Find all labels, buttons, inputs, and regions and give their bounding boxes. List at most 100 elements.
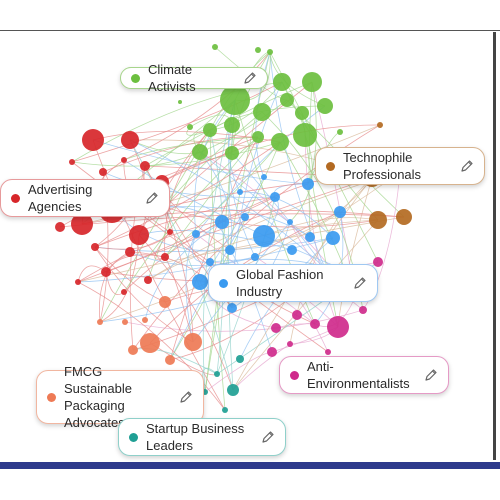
cluster-label-startup-business-leaders[interactable]: Startup Business Leaders [118,418,286,456]
graph-node-anti[interactable] [267,347,277,357]
cluster-label-anti-environmentalists[interactable]: Anti- Environmentalists [279,356,449,394]
graph-node-fashion[interactable] [305,232,315,242]
graph-node-techno[interactable] [377,122,383,128]
graph-node-advert[interactable] [144,276,152,284]
cluster-label-fmcg-sustainable-packaging-advocates[interactable]: FMCG Sustainable Packaging Advocates [36,364,204,430]
graph-node-climate[interactable] [273,73,291,91]
graph-node-climate[interactable] [220,85,250,115]
cluster-label-advertising-agencies[interactable]: Advertising Agencies [0,179,170,217]
graph-node-startup[interactable] [222,407,228,413]
graph-node-fashion[interactable] [287,219,293,225]
pencil-icon[interactable] [145,191,159,205]
graph-node-startup[interactable] [227,384,239,396]
graph-node-fashion[interactable] [253,225,275,247]
graph-node-advert[interactable] [121,157,127,163]
graph-node-climate[interactable] [225,146,239,160]
graph-node-climate[interactable] [192,144,208,160]
graph-node-climate[interactable] [271,133,289,151]
graph-node-fmcg[interactable] [159,296,171,308]
graph-node-fashion[interactable] [326,231,340,245]
graph-node-fashion[interactable] [334,206,346,218]
graph-node-anti[interactable] [327,316,349,338]
pencil-icon[interactable] [179,390,193,404]
graph-node-climate[interactable] [295,106,309,120]
graph-node-fmcg[interactable] [142,317,148,323]
graph-node-climate[interactable] [203,123,217,137]
graph-node-advert[interactable] [121,289,127,295]
graph-node-fmcg[interactable] [165,355,175,365]
graph-node-climate[interactable] [255,47,261,53]
graph-node-climate[interactable] [267,49,273,55]
graph-edge [185,233,197,343]
graph-node-anti[interactable] [373,257,383,267]
graph-node-startup[interactable] [236,355,244,363]
cluster-label-technophile-professionals[interactable]: Technophile Professionals [315,147,485,185]
graph-edge [111,209,231,252]
graph-node-startup[interactable] [214,371,220,377]
top-toolbar [0,0,500,31]
graph-node-climate[interactable] [252,131,264,143]
graph-node-climate[interactable] [302,72,322,92]
graph-node-fashion[interactable] [192,274,208,290]
graph-node-advert[interactable] [71,213,93,235]
graph-node-advert[interactable] [101,267,111,277]
graph-node-fashion[interactable] [192,230,200,238]
graph-node-anti[interactable] [359,306,367,314]
pencil-icon[interactable] [261,430,275,444]
graph-node-fmcg[interactable] [97,319,103,325]
graph-node-anti[interactable] [292,310,302,320]
graph-node-fashion[interactable] [270,192,280,202]
graph-node-advert[interactable] [125,247,135,257]
graph-node-anti[interactable] [287,341,293,347]
graph-node-advert[interactable] [167,229,173,235]
pencil-icon[interactable] [424,368,438,382]
graph-node-fashion[interactable] [215,215,229,229]
graph-node-fashion[interactable] [261,174,267,180]
cluster-label-climate-activists[interactable]: Climate Activists [120,62,268,94]
graph-node-climate[interactable] [253,103,271,121]
graph-node-fashion[interactable] [302,178,314,190]
graph-node-climate[interactable] [187,124,193,130]
graph-node-advert[interactable] [140,161,150,171]
graph-node-advert[interactable] [99,168,107,176]
graph-node-climate[interactable] [212,44,218,50]
graph-node-advert[interactable] [69,159,75,165]
cluster-dot-startup-business-leaders [129,432,138,442]
graph-node-techno[interactable] [369,211,387,229]
pencil-icon[interactable] [460,159,474,173]
graph-node-anti[interactable] [310,319,320,329]
graph-edge [92,139,309,185]
graph-node-advert[interactable] [75,279,81,285]
graph-node-advert[interactable] [161,253,169,261]
graph-node-advert[interactable] [82,129,104,151]
graph-node-fmcg[interactable] [128,345,138,355]
graph-node-fashion[interactable] [287,245,297,255]
graph-node-fmcg[interactable] [140,333,160,353]
graph-node-climate[interactable] [224,117,240,133]
graph-node-fashion[interactable] [227,303,237,313]
graph-node-anti[interactable] [271,323,281,333]
graph-node-advert[interactable] [129,225,149,245]
graph-node-climate[interactable] [337,129,343,135]
graph-node-fashion[interactable] [241,213,249,221]
graph-node-advert[interactable] [121,131,139,149]
graph-node-advert[interactable] [91,243,99,251]
graph-edge [94,246,194,343]
graph-node-fashion[interactable] [237,189,243,195]
graph-node-fmcg[interactable] [184,333,202,351]
graph-edge [123,136,259,293]
graph-node-climate[interactable] [280,93,294,107]
graph-node-anti[interactable] [325,349,331,355]
graph-node-fashion[interactable] [225,245,235,255]
cluster-label-global-fashion-industry[interactable]: Global Fashion Industry [208,264,378,302]
pencil-icon[interactable] [353,276,367,290]
graph-node-techno[interactable] [396,209,412,225]
graph-node-advert[interactable] [55,222,65,232]
graph-node-climate[interactable] [293,123,317,147]
graph-node-fashion[interactable] [206,258,214,266]
graph-node-climate[interactable] [178,100,182,104]
graph-node-climate[interactable] [317,98,333,114]
pencil-icon[interactable] [243,71,257,85]
graph-node-fashion[interactable] [251,253,259,261]
graph-node-fmcg[interactable] [122,319,128,325]
